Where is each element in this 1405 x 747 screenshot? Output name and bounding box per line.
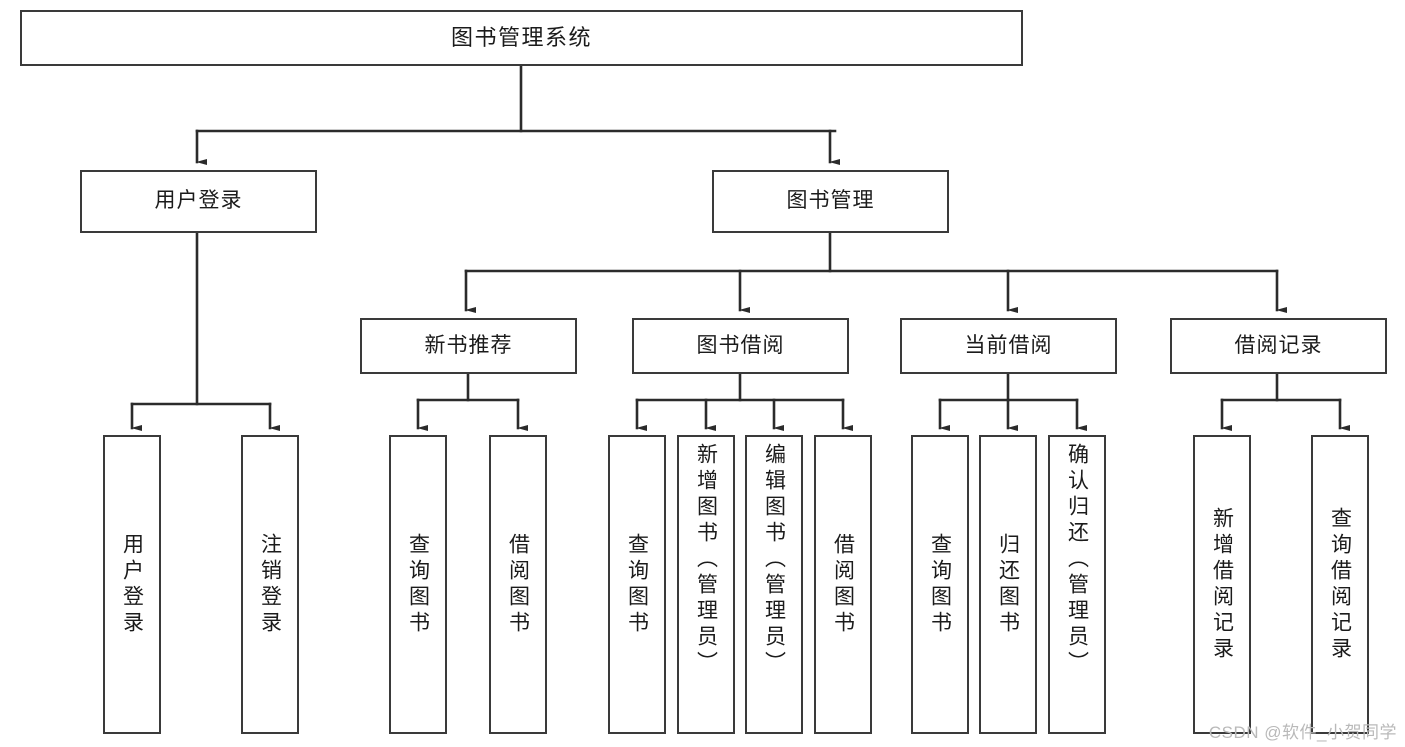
- leaf-records-add-record[interactable]: 新增借阅记录: [1193, 435, 1251, 734]
- node-label: 编辑图书（管理员）: [762, 443, 786, 677]
- leaf-user-login-signin[interactable]: 用户登录: [103, 435, 161, 734]
- node-label: 图书管理系统: [450, 25, 592, 51]
- node-label: 新书推荐: [424, 333, 513, 357]
- leaf-current-query-book[interactable]: 查询图书: [911, 435, 969, 734]
- node-label: 查询借阅记录: [1328, 506, 1352, 663]
- node-label: 注销登录: [258, 532, 282, 637]
- leaf-borrow-edit-book-admin[interactable]: 编辑图书（管理员）: [745, 435, 803, 734]
- node-label: 借阅记录: [1234, 333, 1323, 357]
- node-label: 当前借阅: [964, 333, 1053, 357]
- node-label: 查询图书: [928, 532, 952, 637]
- node-label: 确认归还（管理员）: [1065, 443, 1089, 677]
- node-label: 查询图书: [625, 532, 649, 637]
- node-label: 查询图书: [406, 532, 430, 637]
- leaf-new-book-borrow[interactable]: 借阅图书: [489, 435, 547, 734]
- node-label: 图书借阅: [696, 333, 785, 357]
- node-user-login[interactable]: 用户登录: [80, 170, 317, 233]
- node-root-book-management-system[interactable]: 图书管理系统: [20, 10, 1023, 66]
- node-label: 用户登录: [154, 189, 243, 213]
- node-book-borrow[interactable]: 图书借阅: [632, 318, 849, 374]
- node-borrow-records[interactable]: 借阅记录: [1170, 318, 1387, 374]
- node-label: 借阅图书: [831, 532, 855, 637]
- leaf-borrow-borrow-book[interactable]: 借阅图书: [814, 435, 872, 734]
- leaf-user-login-signout[interactable]: 注销登录: [241, 435, 299, 734]
- leaf-new-book-query[interactable]: 查询图书: [389, 435, 447, 734]
- node-label: 用户登录: [120, 532, 144, 637]
- node-label: 新增借阅记录: [1210, 506, 1234, 663]
- csdn-watermark: CSDN @软件_小贺同学: [1208, 723, 1397, 742]
- node-label: 借阅图书: [506, 532, 530, 637]
- node-new-book-recommend[interactable]: 新书推荐: [360, 318, 577, 374]
- node-label: 新增图书（管理员）: [694, 443, 718, 677]
- node-label: 归还图书: [996, 532, 1020, 637]
- leaf-borrow-add-book-admin[interactable]: 新增图书（管理员）: [677, 435, 735, 734]
- leaf-current-confirm-return-admin[interactable]: 确认归还（管理员）: [1048, 435, 1106, 734]
- leaf-borrow-query-book[interactable]: 查询图书: [608, 435, 666, 734]
- leaf-records-query-record[interactable]: 查询借阅记录: [1311, 435, 1369, 734]
- leaf-current-return-book[interactable]: 归还图书: [979, 435, 1037, 734]
- node-label: 图书管理: [786, 189, 875, 213]
- node-book-management[interactable]: 图书管理: [712, 170, 949, 233]
- node-current-borrow[interactable]: 当前借阅: [900, 318, 1117, 374]
